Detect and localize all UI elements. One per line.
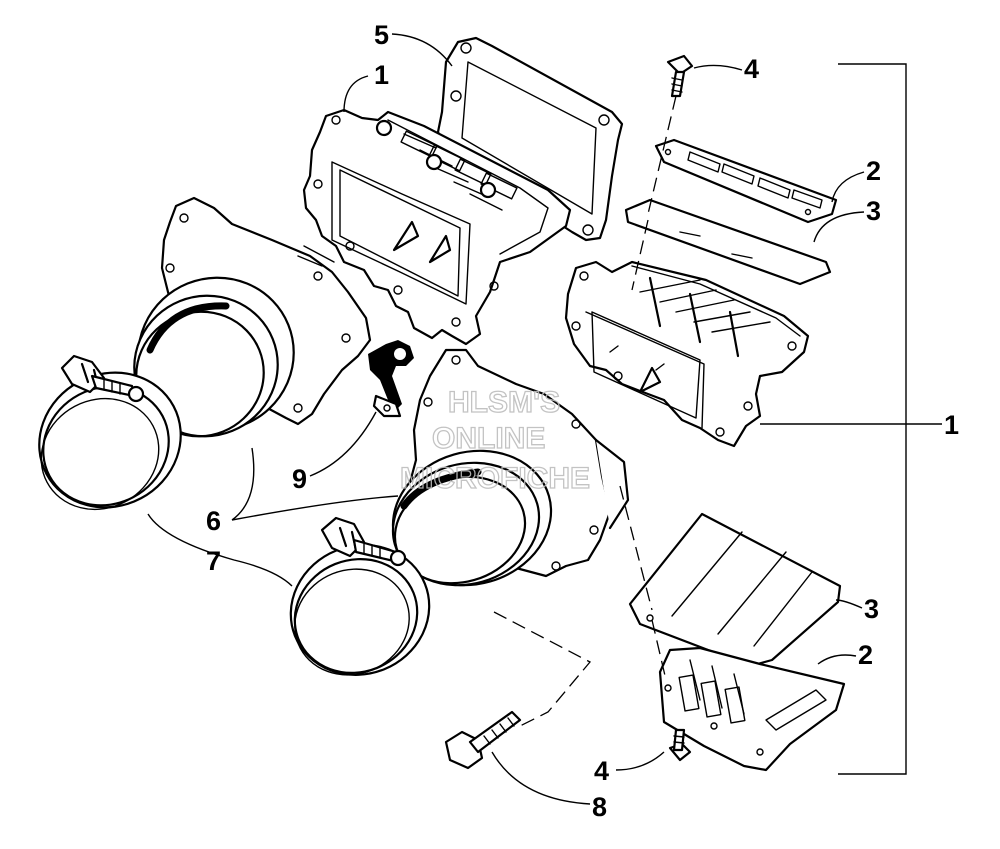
- gasket-part-5: [436, 36, 624, 242]
- hose-clamp-center-part-7: [289, 516, 431, 676]
- callout-6: 6: [206, 506, 221, 536]
- watermark-line-1: HLSM'S: [448, 386, 560, 419]
- callout-1-top: 1: [374, 60, 389, 90]
- reed-stop-plate-part-2-bottom: [658, 646, 846, 772]
- callout-3-top: 3: [866, 196, 881, 226]
- callout-4-top: 4: [744, 54, 759, 84]
- callout-8: 8: [592, 792, 607, 822]
- bolt-part-8: [444, 710, 522, 770]
- leader-lines: [147, 33, 942, 805]
- watermark-line-3: MICROFICHE: [400, 462, 590, 495]
- reed-petal-part-3-top: [624, 198, 832, 286]
- callout-numbers: 5 1 4 2 3 1 9 6 7 3 2 4 8: [206, 20, 959, 822]
- reed-cage-lower-part-1: [564, 260, 810, 448]
- reed-petal-part-3-bottom: [628, 512, 842, 668]
- reed-stop-plate-part-2-top: [654, 138, 838, 224]
- screw-part-4-bottom: [668, 728, 692, 762]
- watermark: HLSM'S ONLINE MICROFICHE: [399, 385, 590, 495]
- callout-2-bottom: 2: [858, 640, 873, 670]
- callout-7: 7: [206, 546, 221, 576]
- callout-5: 5: [374, 20, 389, 50]
- assembly-bracket: [838, 63, 907, 775]
- intake-adapter-center-part-6: [391, 348, 630, 587]
- screw-part-4-top: [666, 54, 694, 98]
- reed-cage-upper-part-1: [302, 108, 572, 346]
- callout-1-right: 1: [944, 410, 959, 440]
- watermark-line-2: ONLINE: [432, 422, 545, 455]
- callout-3-bottom: 3: [864, 594, 879, 624]
- p-clip-part-9: [368, 340, 414, 418]
- hose-clamp-left-part-7: [38, 354, 182, 511]
- callout-2-top: 2: [866, 156, 881, 186]
- callout-9: 9: [292, 464, 307, 494]
- callout-4-bottom: 4: [594, 756, 609, 786]
